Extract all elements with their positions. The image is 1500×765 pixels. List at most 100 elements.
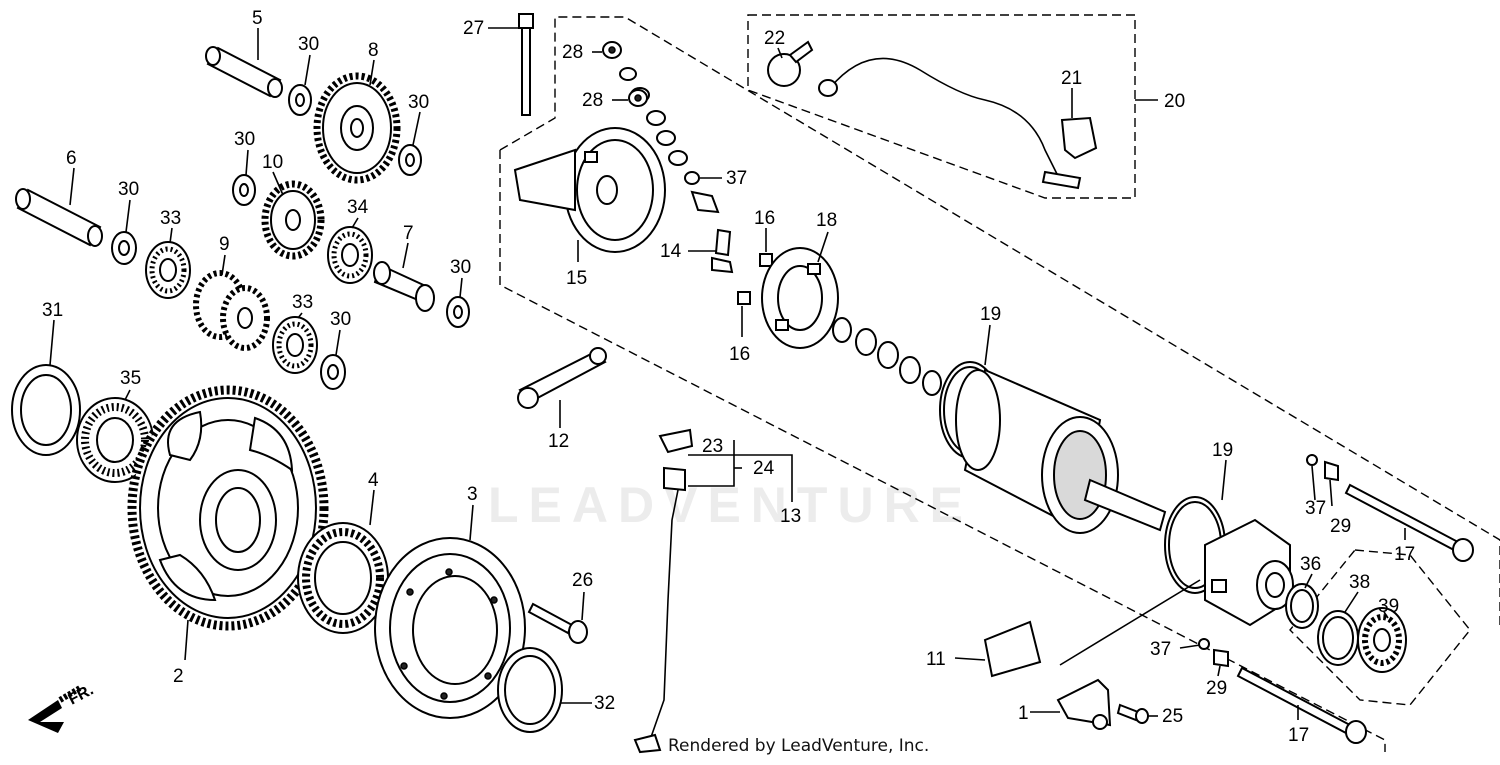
- callout-19b: 19: [1212, 440, 1233, 461]
- callout-31: 31: [42, 300, 63, 321]
- callout-17b: 17: [1288, 725, 1309, 746]
- cushion-11: [983, 620, 1042, 678]
- needle-bearing-33a: [145, 241, 191, 299]
- nut-28b: [628, 89, 648, 107]
- callout-6: 6: [66, 148, 77, 169]
- callout-30a: 30: [298, 34, 319, 55]
- callout-30b: 30: [408, 92, 429, 113]
- callout-26: 26: [572, 570, 593, 591]
- callout-29b: 29: [1206, 678, 1227, 699]
- bolt-27: [518, 13, 534, 116]
- callout-33b: 33: [292, 292, 313, 313]
- callout-16b: 16: [729, 344, 750, 365]
- bearing-group-outline: [1289, 549, 1471, 706]
- bracket-1: [1056, 678, 1112, 730]
- callout-30f: 30: [330, 309, 351, 330]
- callout-17a: 17: [1394, 544, 1415, 565]
- callout-27: 27: [463, 18, 484, 39]
- callout-9: 9: [219, 234, 230, 255]
- callout-21: 21: [1061, 68, 1082, 89]
- callout-29a: 29: [1330, 516, 1351, 537]
- callout-10: 10: [262, 152, 283, 173]
- rear-cover-15: [513, 127, 666, 253]
- washer-30b: [398, 144, 422, 176]
- callout-30e: 30: [450, 257, 471, 278]
- bolt-26: [527, 602, 588, 644]
- clutch-outer-3: [374, 537, 526, 719]
- driven-gear-2: [127, 385, 329, 631]
- bolt-25: [1116, 703, 1149, 724]
- callout-33a: 33: [160, 208, 181, 229]
- nut-29b: [1213, 648, 1229, 668]
- callout-38: 38: [1349, 572, 1370, 593]
- thrust-washer-31: [11, 364, 81, 456]
- needle-bearing-34: [327, 226, 373, 284]
- gear-10: [261, 180, 325, 260]
- callout-28a: 28: [562, 42, 583, 63]
- callout-25: 25: [1162, 706, 1183, 727]
- callout-14: 14: [660, 241, 682, 262]
- cable-group-outline: [747, 14, 1136, 199]
- washer-30c: [232, 174, 256, 206]
- callout-4: 4: [368, 470, 379, 491]
- lever-12: [517, 347, 607, 409]
- callout-30c: 30: [234, 129, 255, 150]
- callout-23: 23: [702, 436, 723, 457]
- washer-30d: [111, 231, 137, 265]
- callout-22: 22: [764, 28, 785, 49]
- gear-9: [193, 270, 270, 351]
- terminal-14: [711, 228, 734, 274]
- starter-motor-group-outline: [499, 16, 1500, 752]
- direction-label: FR.: [66, 681, 97, 708]
- circlip-38: [1317, 610, 1359, 666]
- washer-32: [497, 647, 563, 733]
- callout-37a: 37: [726, 168, 747, 189]
- callout-37c: 37: [1150, 639, 1171, 660]
- washer-37c: [1198, 638, 1210, 650]
- cap-22: [767, 40, 814, 87]
- brush-16b: [737, 291, 751, 305]
- bolt-17a: [1344, 483, 1474, 562]
- boot-21: [1060, 116, 1098, 160]
- o-ring-36: [1285, 583, 1319, 629]
- callout-37b: 37: [1305, 498, 1326, 519]
- callout-19a: 19: [980, 304, 1001, 325]
- callout-15: 15: [566, 268, 587, 289]
- callout-36: 36: [1300, 554, 1321, 575]
- washer-37a: [684, 171, 700, 185]
- washer-37b: [1306, 454, 1318, 466]
- gear-8: [313, 72, 401, 184]
- footer-credit: Rendered by LeadVenture, Inc.: [668, 736, 930, 756]
- brush-16a: [759, 253, 773, 267]
- callout-30d: 30: [118, 179, 139, 200]
- needle-bearing-33b: [272, 316, 318, 374]
- callout-20: 20: [1164, 91, 1185, 112]
- brush-holder-18: [761, 247, 839, 349]
- bearing-39: [1357, 607, 1407, 673]
- pin-6: [15, 188, 103, 247]
- leader-lines: [49, 27, 1406, 720]
- callout-16a: 16: [754, 208, 775, 229]
- callout-2: 2: [173, 666, 184, 687]
- shaft-7: [373, 261, 435, 312]
- needle-bearing-35: [76, 397, 154, 483]
- callout-1: 1: [1018, 703, 1029, 724]
- nut-29a: [1324, 460, 1339, 482]
- callout-3: 3: [467, 484, 478, 505]
- callout-35: 35: [120, 368, 141, 389]
- cable-24: [633, 428, 694, 754]
- callout-11: 11: [926, 649, 946, 670]
- bolt-17b: [1236, 666, 1367, 744]
- pin-5: [205, 46, 283, 98]
- callout-12: 12: [548, 431, 569, 452]
- nut-28a: [602, 41, 622, 59]
- washer-30e: [446, 296, 470, 328]
- washer-30a: [288, 84, 312, 116]
- callout-5: 5: [252, 8, 263, 29]
- callout-8: 8: [368, 40, 379, 61]
- lead-wire-20: [818, 57, 1082, 190]
- washer-30f: [320, 354, 346, 390]
- callout-28b: 28: [582, 90, 603, 111]
- callout-39: 39: [1378, 596, 1399, 617]
